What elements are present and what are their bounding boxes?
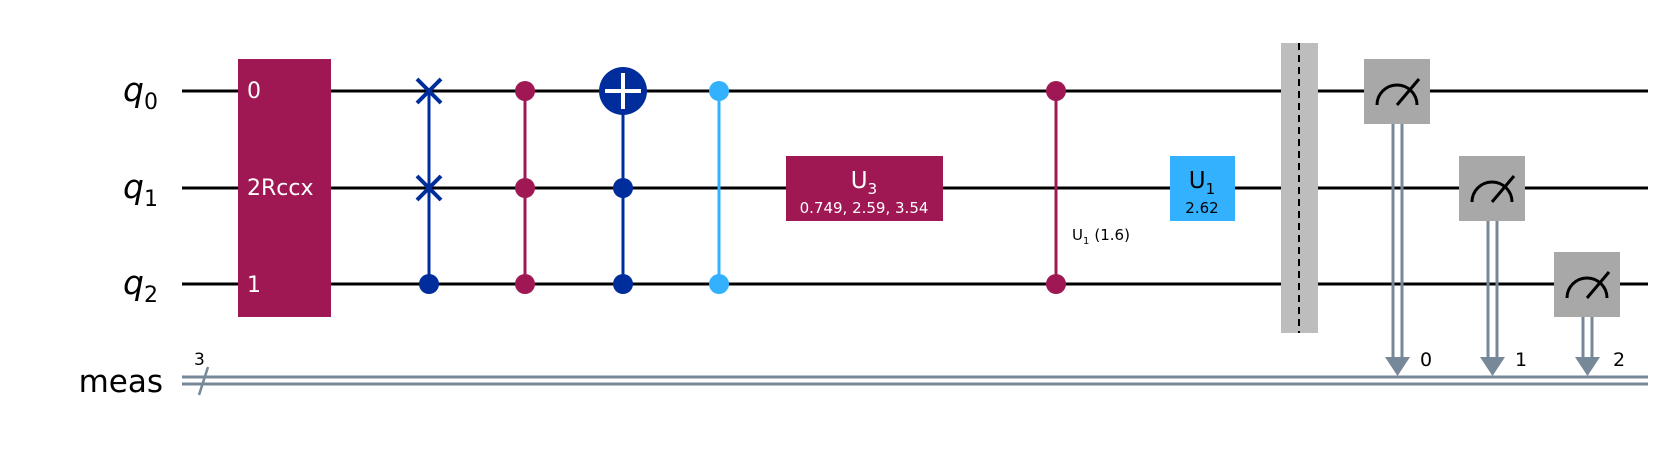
ccz-dot-q2 [515, 274, 535, 294]
qubit-label-q0: q0 [123, 70, 158, 115]
ccz-dot-q0 [515, 81, 535, 101]
cz-dot-q0 [709, 81, 729, 101]
measure-bit-label-1: 1 [1515, 349, 1527, 371]
u1-gate-label: U1 [1189, 168, 1215, 198]
measure-bit-label-0: 0 [1420, 349, 1432, 371]
qubit-label-q2: q2 [123, 263, 158, 308]
classical-width-label: 3 [194, 350, 205, 370]
ccz-dot-q1 [515, 178, 535, 198]
swap-cross-q1 [415, 174, 443, 202]
measure-q1 [1459, 156, 1525, 376]
classical-register-label: meas [79, 364, 163, 400]
rccx-port-top: 0 [247, 79, 261, 104]
ccx-control-q2 [613, 274, 633, 294]
u3-gate-params: 0.749, 2.59, 3.54 [800, 199, 929, 217]
cu1-gate-label: U1(1.6) [1072, 226, 1130, 247]
cu1-dot-q0 [1046, 81, 1066, 101]
measure-bit-label-2: 2 [1613, 349, 1625, 371]
u3-gate-label: U3 [851, 168, 877, 198]
u3-gate-box [786, 156, 943, 221]
cu1-dot-q2 [1046, 274, 1066, 294]
rccx-port-bottom: 1 [247, 273, 261, 298]
cz-dot-q2 [709, 274, 729, 294]
ccx-control-q1 [613, 178, 633, 198]
swap-cross-q0 [415, 77, 443, 105]
rccx-gate-box [238, 59, 331, 317]
classical-width-slash [197, 366, 210, 396]
u1-gate-box [1170, 156, 1235, 221]
cswap-control-dot [419, 274, 439, 294]
measure-q2 [1554, 252, 1620, 376]
ccx-target-plus [605, 73, 641, 109]
rccx-gate-label: 2Rccx [247, 176, 314, 201]
qubit-label-q1: q1 [123, 167, 158, 212]
measure-q0 [1364, 59, 1430, 376]
u1-gate-params: 2.62 [1185, 199, 1218, 217]
